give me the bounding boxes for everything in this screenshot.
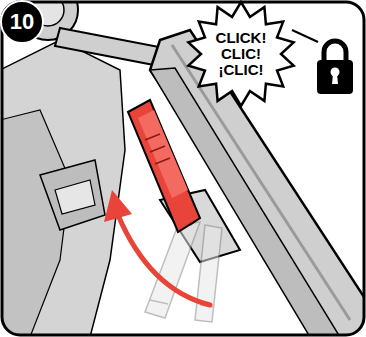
click-text: ¡CLIC! [219,62,264,78]
strap-buckle-inner [55,180,95,214]
step-circle-fill [1,1,43,43]
lock-shackle [324,41,346,62]
step-number: 10 [0,0,44,44]
click-text: CLICK! [216,30,267,46]
lock-keyhole-slot [332,74,338,84]
leader-line [292,30,318,42]
seat-fabric [2,40,125,335]
starburst-polygon [188,2,293,106]
strap-buckle [40,160,105,230]
motion-arrow [118,215,210,305]
lock-body [317,60,353,94]
latch-red-highlight [138,110,188,198]
panel-frame [2,2,364,335]
latch-grip [145,134,170,164]
latch-red [128,100,200,232]
click-burst: CLICK!CLIC!¡CLIC! [185,0,297,108]
step-number-text: 10 [10,10,34,33]
motion-arrowhead [104,190,132,222]
click-text: CLIC! [221,46,261,62]
